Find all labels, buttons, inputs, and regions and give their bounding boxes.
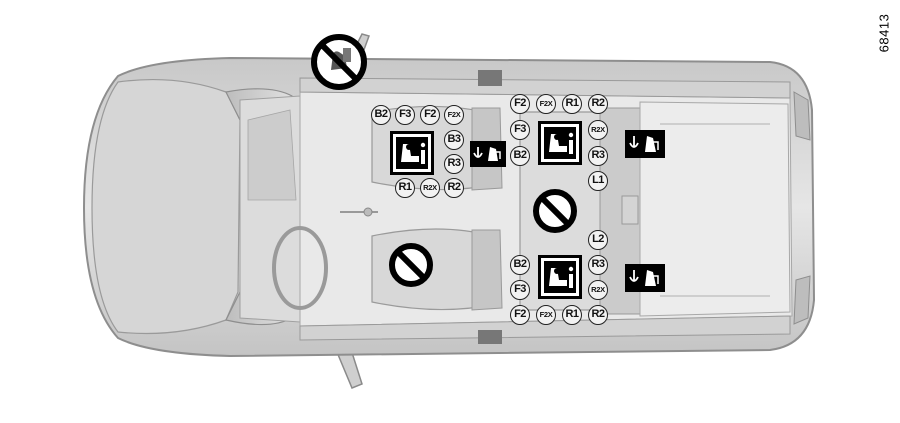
- seat-code-badge: R2X: [588, 280, 608, 300]
- prohibited-icon: [389, 243, 433, 287]
- seat-code-badge: B3: [444, 130, 464, 150]
- seat-code-badge: L1: [588, 171, 608, 191]
- seat-code-badge: R1: [562, 305, 582, 325]
- seat-code-badge: F2: [510, 94, 530, 114]
- seat-code-badge: F2: [510, 305, 530, 325]
- top-tether-anchor-icon: [625, 264, 665, 292]
- seat-code-badge: R3: [588, 255, 608, 275]
- seat-code-badge: R1: [395, 178, 415, 198]
- isofix-child-seat-icon: [390, 131, 434, 175]
- boot-floor: [639, 101, 791, 317]
- reference-number: 68413: [876, 13, 892, 53]
- seat-code-badge: R2X: [420, 178, 440, 198]
- seat-code-badge: F2X: [536, 305, 556, 325]
- seat-code-badge: L2: [588, 230, 608, 250]
- sill-bottom: [299, 315, 791, 341]
- seat-code-badge: R1: [562, 94, 582, 114]
- seat-code-badge: R2: [444, 178, 464, 198]
- bonnet: [91, 78, 241, 335]
- seat-code-badge: R2: [588, 94, 608, 114]
- sill-top: [299, 77, 791, 99]
- seat-code-badge: R3: [444, 154, 464, 174]
- seat-code-badge: B2: [510, 146, 530, 166]
- seat-code-badge: F2X: [444, 105, 464, 125]
- rear-light-top: [793, 91, 811, 141]
- seat-code-badge: F2: [420, 105, 440, 125]
- seat-code-badge: F2X: [536, 94, 556, 114]
- no-rearward-facing-child-seat-icon: [311, 34, 367, 90]
- seat-code-badge: B2: [371, 105, 391, 125]
- gear-knob: [363, 207, 373, 217]
- seat-code-badge: R3: [588, 146, 608, 166]
- dashboard-panel: [247, 109, 297, 201]
- b-pillar-bottom: [478, 330, 502, 344]
- seat-code-badge: F3: [395, 105, 415, 125]
- b-pillar-top: [478, 70, 502, 86]
- seat-code-badge: R2: [588, 305, 608, 325]
- seat-code-badge: F3: [510, 280, 530, 300]
- rear-headrest: [621, 195, 639, 225]
- isofix-child-seat-icon: [538, 255, 582, 299]
- driver-seat-back: [471, 229, 503, 311]
- seat-code-badge: F3: [510, 120, 530, 140]
- rear-light-bottom: [793, 275, 811, 325]
- steering-wheel: [272, 226, 328, 310]
- seat-code-badge: B2: [510, 255, 530, 275]
- isofix-child-seat-icon: [538, 121, 582, 165]
- top-tether-anchor-icon: [470, 141, 506, 167]
- top-tether-anchor-icon: [625, 130, 665, 158]
- prohibited-icon: [533, 189, 577, 233]
- seat-code-badge: R2X: [588, 120, 608, 140]
